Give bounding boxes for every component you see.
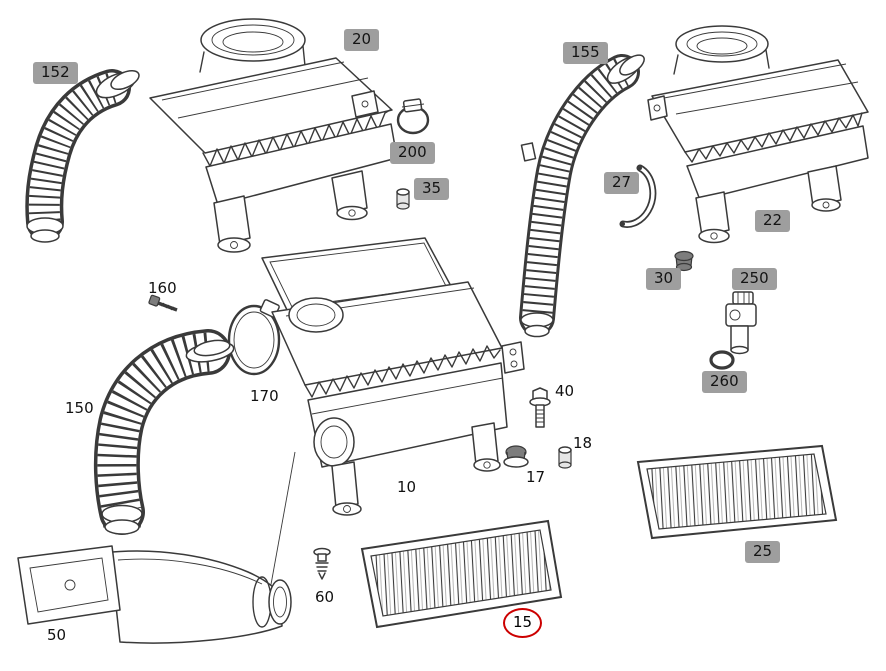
part-18-sleeve-drawing [558, 446, 572, 469]
part-50-duct-drawing [17, 545, 292, 644]
part-27-bracket-drawing [619, 164, 657, 228]
part-17-grommet-drawing [503, 445, 529, 468]
part-label-22[interactable]: 22 [755, 210, 791, 232]
part-label-152[interactable]: 152 [33, 62, 78, 84]
part-label-20[interactable]: 20 [344, 29, 380, 51]
part-250-maf-sensor-drawing [725, 291, 757, 355]
part-60-rivet-drawing [313, 547, 331, 580]
part-label-27[interactable]: 27 [604, 172, 640, 194]
part-35-sleeve-drawing [396, 188, 410, 210]
part-22-housing-drawing [647, 25, 869, 244]
part-label-35[interactable]: 35 [414, 178, 450, 200]
part-170-clamp-drawing [227, 299, 281, 376]
part-160-screw-drawing [148, 294, 178, 312]
part-150-corrugated-hose-drawing [93, 329, 235, 535]
part-label-170[interactable]: 170 [250, 387, 279, 405]
part-40-bolt-drawing [529, 387, 551, 428]
part-200-hose-clamp-drawing [396, 98, 430, 135]
part-label-150[interactable]: 150 [65, 399, 94, 417]
part-label-160[interactable]: 160 [148, 279, 177, 297]
part-label-50[interactable]: 50 [47, 626, 67, 644]
part-label-15-highlighted[interactable]: 15 [503, 608, 543, 638]
part-label-250[interactable]: 250 [732, 268, 777, 290]
part-label-30[interactable]: 30 [646, 268, 682, 290]
part-15-filter-element-drawing [360, 519, 563, 629]
part-label-200[interactable]: 200 [390, 142, 435, 164]
part-label-17[interactable]: 17 [526, 468, 546, 486]
part-label-60[interactable]: 60 [315, 588, 335, 606]
part-25-filter-element-drawing [636, 444, 838, 540]
part-155-corrugated-hose-drawing [519, 54, 645, 338]
part-label-155[interactable]: 155 [563, 42, 608, 64]
part-label-18[interactable]: 18 [573, 434, 593, 452]
part-260-o-ring-drawing [709, 350, 735, 370]
part-152-corrugated-hose-drawing [25, 69, 140, 243]
part-20-housing-drawing [149, 18, 398, 253]
part-label-260[interactable]: 260 [702, 371, 747, 393]
part-label-40[interactable]: 40 [555, 382, 575, 400]
part-10-assembly-drawing [261, 237, 525, 591]
part-label-25[interactable]: 25 [745, 541, 781, 563]
part-label-10[interactable]: 10 [397, 478, 417, 496]
